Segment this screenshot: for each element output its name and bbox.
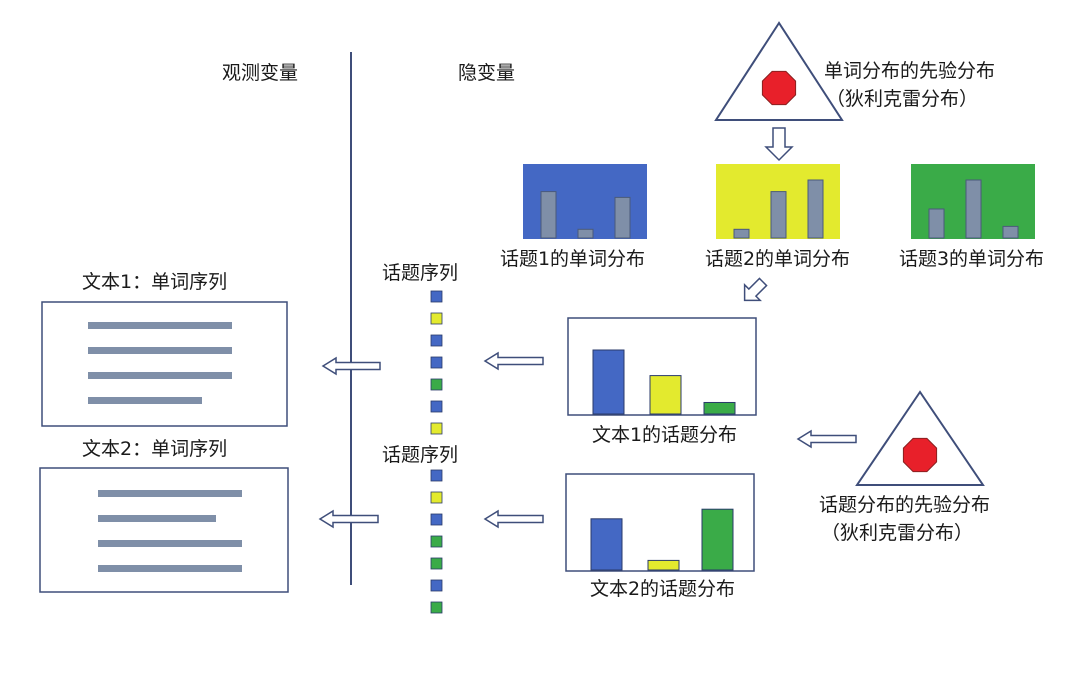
word-prior-sublabel: （狄利克雷分布）: [826, 88, 979, 110]
topic2-word-bar: [733, 228, 750, 239]
doc2-words-label: 文本2：单词序列: [82, 438, 228, 460]
doc2-topic-distribution: [565, 473, 755, 572]
doc2-word-sequence: [39, 467, 289, 593]
topic-assignment-square: [430, 469, 443, 482]
topic-proportion-bar: [592, 349, 625, 415]
topic-assignment-square: [430, 356, 443, 369]
seq1-to-words-arrow-icon: [321, 356, 381, 376]
topic3-word-bar: [965, 179, 982, 239]
doc1-topic-distribution: [567, 317, 757, 416]
hidden-variables-label: 隐变量: [458, 62, 516, 84]
topic-proportion-bar: [649, 375, 682, 415]
topic-assignment-square: [430, 513, 443, 526]
topic2-panel: [716, 164, 840, 239]
topic-assignment-square: [430, 334, 443, 347]
topic-sequence-1: [430, 290, 443, 435]
topic-assignment-square: [430, 422, 443, 435]
doc1-word-sequence: [41, 301, 288, 427]
red-octagon-icon: [761, 70, 797, 106]
seq2-to-words-arrow-icon: [318, 509, 379, 529]
topic1-word-bar: [577, 228, 594, 239]
observed-variables-label: 观测变量: [222, 62, 299, 84]
topic3-panel: [911, 164, 1035, 239]
topic-assignment-square: [430, 601, 443, 614]
topic-assignment-square: [430, 312, 443, 325]
topic1-panel: [523, 164, 647, 239]
topic-prior-label: 话题分布的先验分布: [819, 494, 991, 516]
topic2-label: 话题2的单词分布: [704, 248, 851, 270]
topic-assignment-square: [430, 290, 443, 303]
doc1-words-label: 文本1：单词序列: [82, 271, 228, 293]
word-prior-symbol: [714, 21, 844, 121]
topic-sequence-1-label: 话题序列: [382, 262, 459, 284]
topic3-word-bar: [1002, 225, 1019, 239]
dist2-to-seq2-arrow-icon: [483, 509, 544, 529]
topic-word-distributions: [523, 164, 1035, 239]
topic2-word-bar: [807, 179, 824, 239]
topic-proportion-bar: [590, 518, 623, 571]
prior-to-topics-arrow-icon: [764, 127, 794, 162]
topic-proportion-bar: [701, 508, 734, 571]
topic1-label: 话题1的单词分布: [499, 248, 646, 270]
topic-proportion-bar: [647, 559, 680, 571]
topic3-label: 话题3的单词分布: [898, 248, 1045, 270]
doc1-topics-label: 文本1的话题分布: [591, 424, 738, 446]
topic-assignment-square: [430, 491, 443, 504]
topic3-word-bar: [928, 208, 945, 239]
topic-prior-symbol: [855, 390, 985, 486]
word-prior-label: 单词分布的先验分布: [824, 60, 996, 82]
topic-prior-sublabel: （狄利克雷分布）: [821, 522, 974, 544]
topic1-word-bar: [614, 196, 631, 239]
dist1-to-seq1-arrow-icon: [483, 351, 544, 371]
doc2-topics-label: 文本2的话题分布: [589, 578, 736, 600]
topic-assignment-square: [430, 535, 443, 548]
topic-assignment-square: [430, 579, 443, 592]
prior-to-doc-arrow-icon: [796, 429, 857, 449]
red-octagon-icon: [902, 437, 938, 473]
topic-to-doc-arrow-icon: [743, 277, 768, 302]
topic-assignment-square: [430, 400, 443, 413]
topic2-word-bar: [770, 191, 787, 239]
flow-arrows: [318, 127, 857, 529]
topic-sequence-2: [430, 469, 443, 614]
topic-assignment-square: [430, 557, 443, 570]
topic-proportion-bar: [703, 401, 736, 415]
topic-assignment-square: [430, 378, 443, 391]
topic1-word-bar: [540, 191, 557, 239]
topic-sequence-2-label: 话题序列: [382, 444, 459, 466]
